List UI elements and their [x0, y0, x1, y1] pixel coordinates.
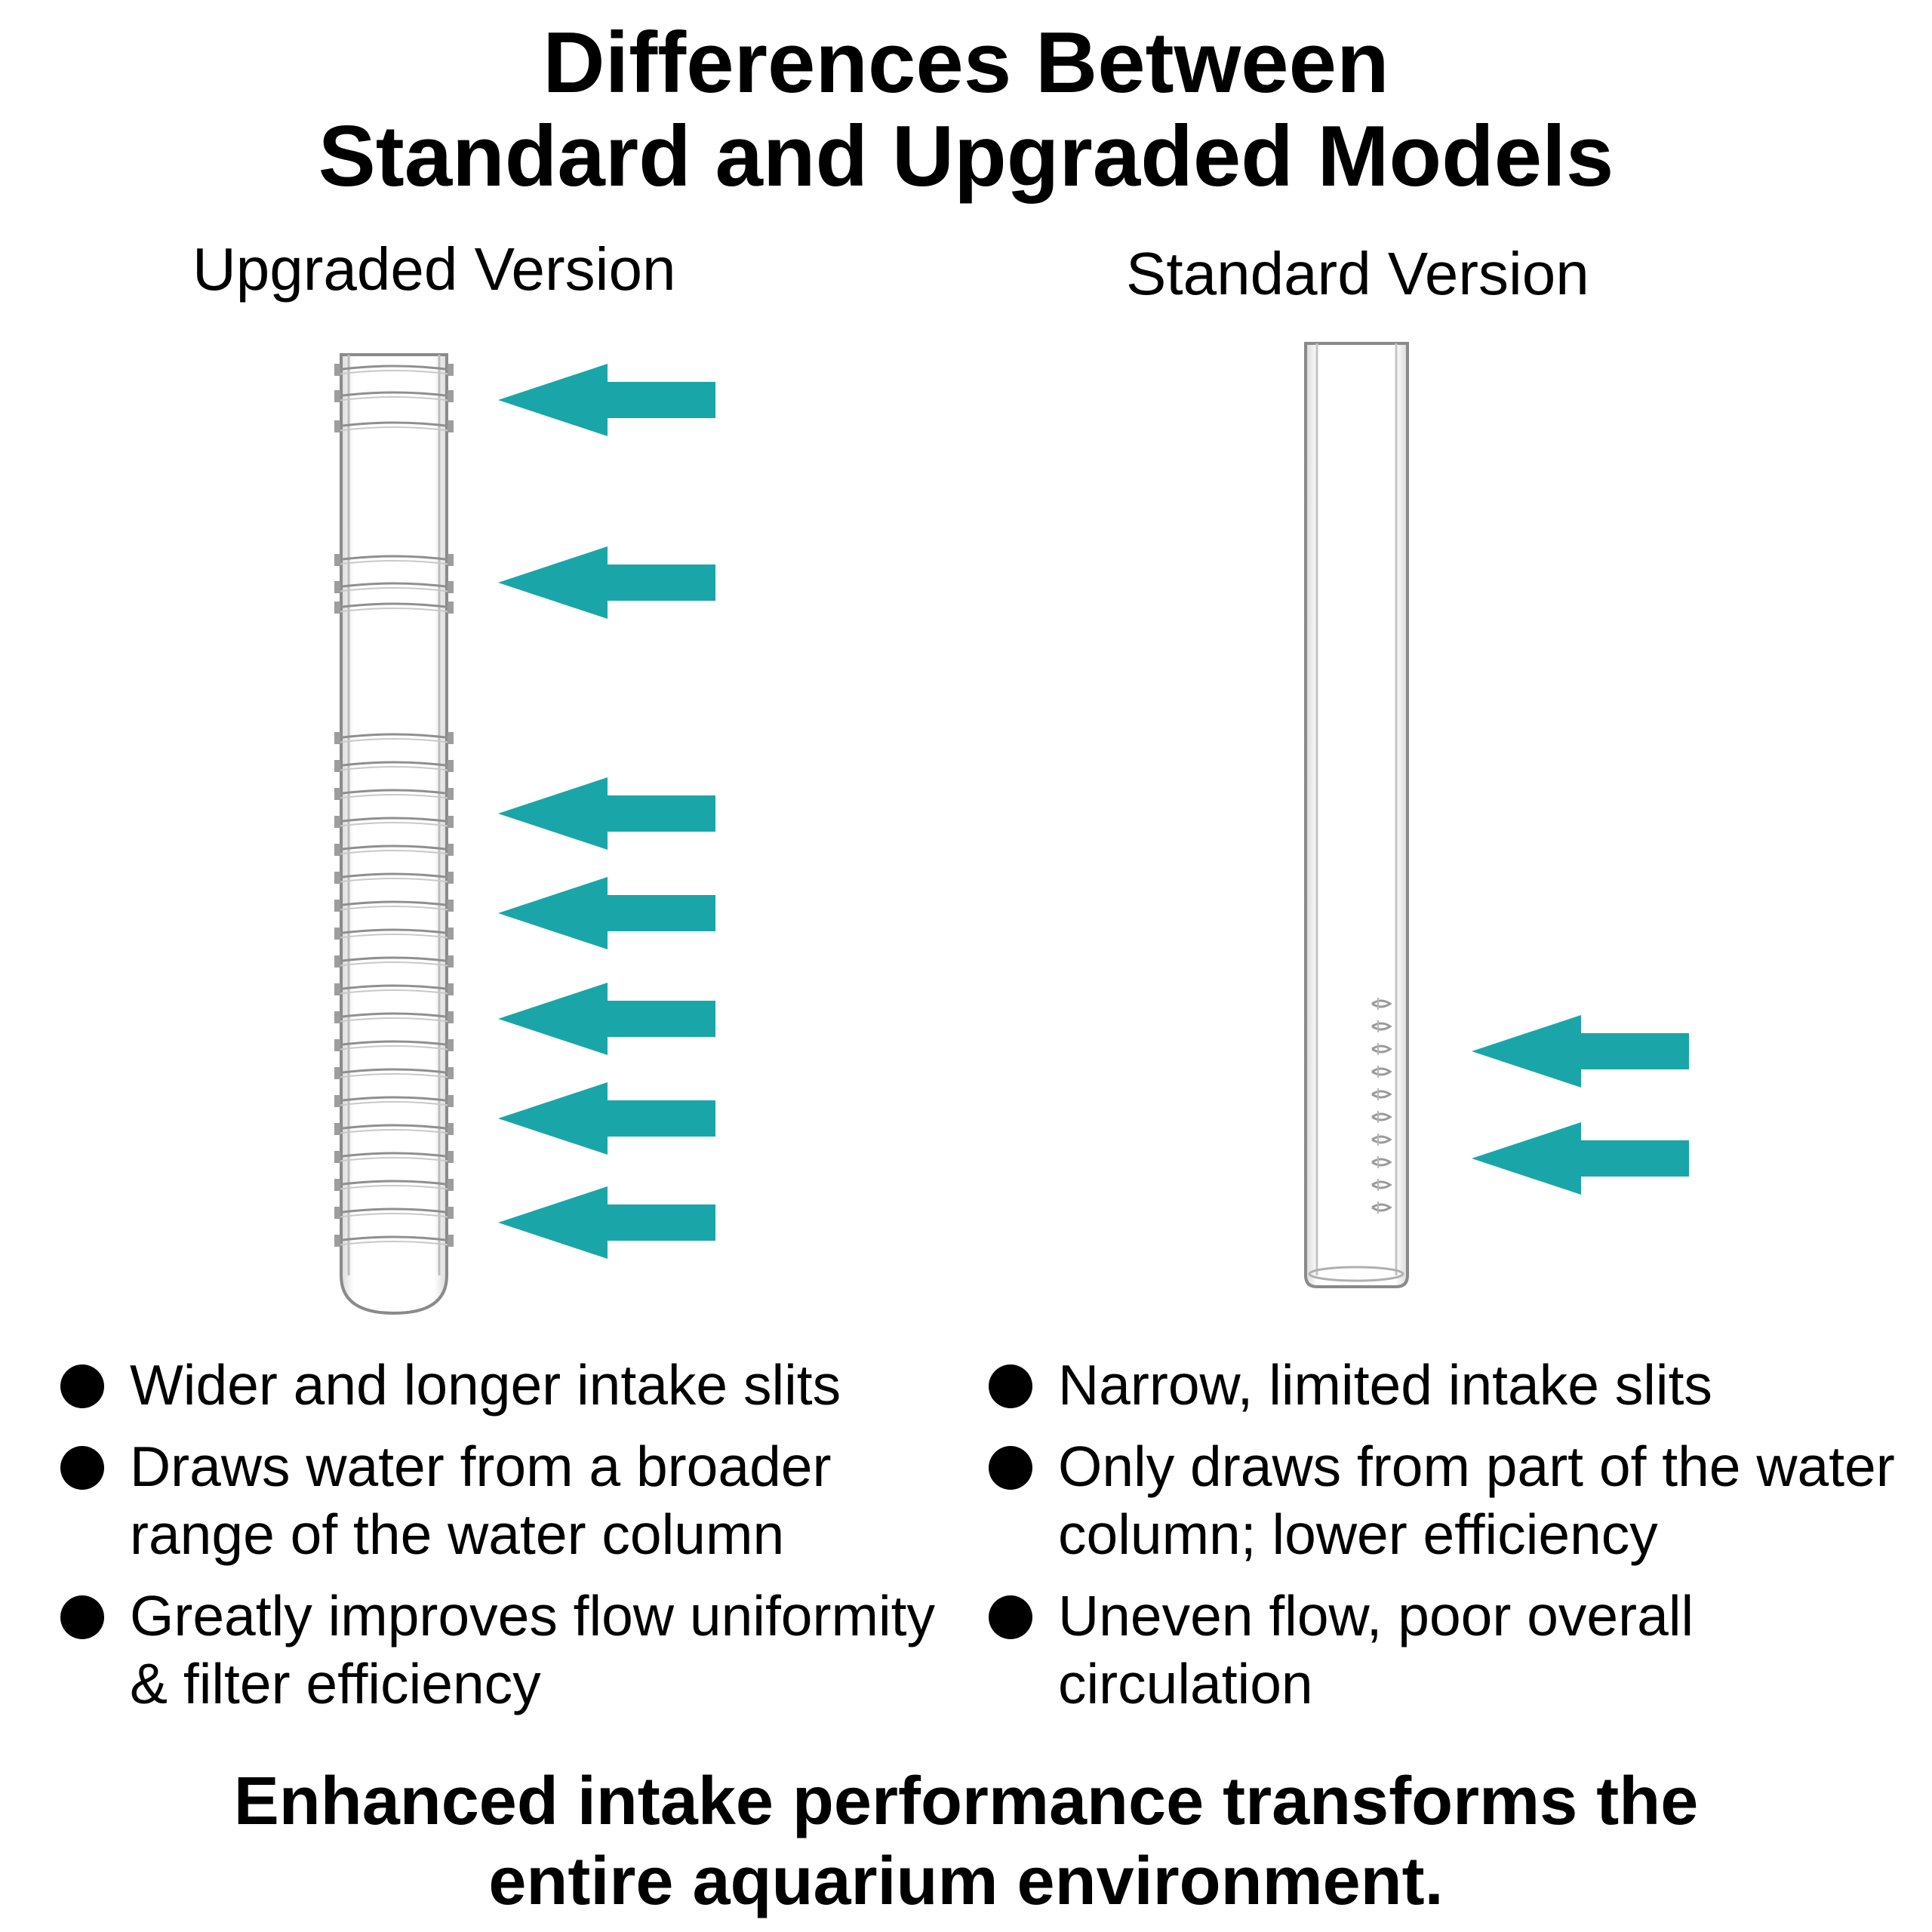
slit-mark — [1371, 1020, 1392, 1032]
slit-ring — [334, 581, 454, 593]
bullet-icon — [989, 1446, 1032, 1490]
slit-ring — [334, 364, 454, 376]
upgraded-bullet-list: Wider and longer intake slits Draws wate… — [60, 1351, 966, 1731]
slit-ring — [334, 983, 454, 995]
slit-mark — [1371, 998, 1392, 1010]
slit-ring — [334, 1039, 454, 1051]
left-arrow-icon — [498, 546, 715, 619]
left-arrow-icon — [498, 777, 715, 850]
slit-ring — [334, 955, 454, 968]
slit-mark — [1371, 1179, 1392, 1191]
left-arrow-icon — [498, 1082, 715, 1155]
flow-arrows — [498, 364, 1689, 1259]
upgraded-intake-slits — [334, 364, 454, 1247]
standard-version-label: Standard Version — [1126, 240, 1589, 307]
bullet-text: Uneven flow, poor overall circulation — [1058, 1584, 1694, 1715]
bullet-text: Greatly improves flow uniformity & filte… — [130, 1584, 935, 1715]
slit-ring — [334, 844, 454, 856]
slit-ring — [334, 816, 454, 828]
left-arrow-icon — [498, 983, 715, 1055]
standard-tube-image — [1304, 342, 1409, 1288]
slit-ring — [334, 601, 454, 614]
slit-ring — [334, 760, 454, 772]
bullet-text: Wider and longer intake slits — [130, 1353, 841, 1417]
slit-ring — [334, 390, 454, 402]
bullet-text: Narrow, limited intake slits — [1058, 1353, 1712, 1417]
footer-tagline: Enhanced intake performance transforms t… — [0, 1761, 1932, 1921]
slit-ring — [334, 554, 454, 566]
list-item: Wider and longer intake slits — [60, 1351, 966, 1419]
left-arrow-icon — [498, 1186, 715, 1259]
title-line-1: Differences Between — [543, 15, 1389, 111]
slit-mark — [1371, 1201, 1392, 1214]
bullet-text: Only draws from part of the water column… — [1058, 1435, 1895, 1566]
footer-line-2: entire aquarium environment. — [488, 1844, 1444, 1919]
slit-mark — [1371, 1134, 1392, 1146]
slit-ring — [334, 1179, 454, 1191]
slit-mark — [1371, 1066, 1392, 1078]
slit-ring — [334, 900, 454, 912]
upgraded-tube-body — [340, 353, 448, 1315]
list-item: Uneven flow, poor overall circulation — [989, 1582, 1924, 1718]
slit-ring — [334, 1235, 454, 1247]
footer-line-1: Enhanced intake performance transforms t… — [233, 1764, 1699, 1839]
list-item: Draws water from a broader range of the … — [60, 1432, 966, 1568]
slit-mark — [1371, 1088, 1392, 1100]
bullet-text: Draws water from a broader range of the … — [130, 1435, 832, 1566]
slit-ring — [334, 872, 454, 884]
left-arrow-icon — [498, 364, 715, 436]
left-arrow-icon — [1472, 1122, 1689, 1195]
slit-ring — [334, 1123, 454, 1135]
slit-ring — [334, 928, 454, 940]
slit-ring — [334, 1067, 454, 1079]
bullet-icon — [989, 1364, 1032, 1408]
list-item: Only draws from part of the water column… — [989, 1432, 1924, 1568]
upgraded-version-label: Upgraded Version — [192, 235, 676, 303]
left-arrow-icon — [1472, 1015, 1689, 1088]
standard-bullet-list: Narrow, limited intake slits Only draws … — [989, 1351, 1924, 1731]
slit-ring — [334, 788, 454, 800]
left-arrow-icon — [498, 877, 715, 949]
list-item: Greatly improves flow uniformity & filte… — [60, 1582, 966, 1718]
list-item: Narrow, limited intake slits — [989, 1351, 1924, 1419]
slit-ring — [334, 1095, 454, 1107]
bullet-icon — [989, 1595, 1032, 1639]
slit-ring — [334, 420, 454, 432]
bullet-icon — [60, 1364, 104, 1408]
tube-illustration — [334, 342, 1689, 1315]
slit-mark — [1371, 1111, 1392, 1123]
page-title: Differences Between Standard and Upgrade… — [0, 17, 1932, 204]
standard-tube-body — [1304, 342, 1409, 1288]
slit-ring — [334, 1151, 454, 1163]
slit-ring — [334, 1207, 454, 1219]
bullet-icon — [60, 1446, 104, 1490]
upgraded-tube-image — [334, 353, 454, 1315]
bullet-icon — [60, 1595, 104, 1639]
slit-mark — [1371, 1043, 1392, 1055]
slit-mark — [1371, 1156, 1392, 1168]
slit-ring — [334, 1011, 454, 1023]
title-line-2: Standard and Upgraded Models — [318, 109, 1614, 205]
slit-ring — [334, 732, 454, 744]
standard-intake-slits — [1371, 998, 1392, 1214]
